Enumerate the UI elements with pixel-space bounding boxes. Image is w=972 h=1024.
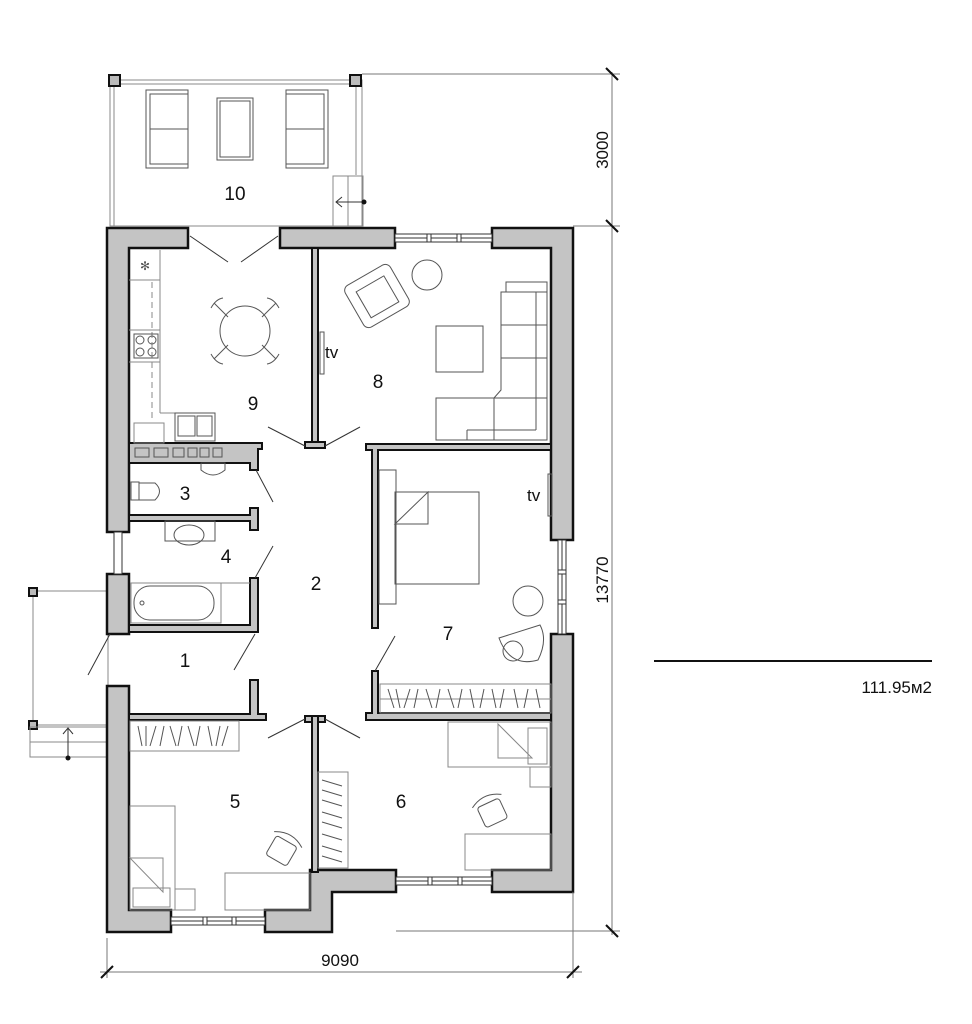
side-porch xyxy=(28,587,109,761)
toilet-icon xyxy=(130,481,160,501)
door-entrance[interactable] xyxy=(87,633,111,676)
office-chair-room6-icon xyxy=(472,793,508,828)
window-room5-bottom[interactable] xyxy=(170,916,266,926)
tv-bedroom xyxy=(547,473,553,517)
room-label-10: 10 xyxy=(224,184,245,205)
room-label-3: 3 xyxy=(180,484,191,505)
window-room6-bottom[interactable] xyxy=(395,876,493,886)
window-bedroom-right[interactable] xyxy=(557,539,567,635)
room-label-5: 5 xyxy=(230,792,241,813)
door-wc[interactable] xyxy=(255,469,274,503)
room5-furniture xyxy=(128,720,311,911)
bed-room6-icon xyxy=(447,721,552,788)
tv-label-living: tv xyxy=(325,343,339,362)
terrace-post-right xyxy=(349,74,362,87)
door-hall-inner[interactable] xyxy=(233,633,256,671)
door-terrace-right[interactable] xyxy=(240,235,279,263)
desk-room5 xyxy=(224,872,311,911)
bed-icon xyxy=(378,469,480,605)
window-living-top[interactable] xyxy=(394,233,493,243)
room-label-8: 8 xyxy=(373,372,384,393)
wardrobe-bedroom xyxy=(379,683,552,714)
bathtub-icon xyxy=(130,582,250,624)
door-bedroom-7[interactable] xyxy=(374,635,396,672)
interior-walls xyxy=(128,247,552,873)
fridge-icon: ✻ xyxy=(140,259,150,273)
area-divider xyxy=(654,660,932,662)
bathroom-fixtures xyxy=(130,462,250,624)
door-terrace-left[interactable] xyxy=(189,235,229,263)
side-table-icon xyxy=(411,259,443,291)
doors[interactable] xyxy=(87,235,396,739)
stove-icon xyxy=(133,333,159,359)
dining-table-icon xyxy=(210,297,280,365)
bedroom-furniture xyxy=(378,469,553,714)
terrace-sofa-left-icon xyxy=(145,89,189,169)
room-label-2: 2 xyxy=(311,574,322,595)
tv-living xyxy=(319,331,325,375)
door-kitchen[interactable] xyxy=(267,426,306,447)
coffee-table-icon xyxy=(435,325,484,373)
door-room-6[interactable] xyxy=(324,718,361,739)
living-room-furniture xyxy=(319,259,548,441)
room-label-9: 9 xyxy=(248,394,259,415)
terrace-steps-icon xyxy=(332,175,367,227)
room-label-1: 1 xyxy=(180,651,191,672)
room-labels: 1 2 3 4 5 6 7 8 9 10 tv tv xyxy=(180,184,541,813)
door-living[interactable] xyxy=(324,426,361,447)
wc-sink-icon xyxy=(200,462,226,476)
corner-sofa-icon xyxy=(435,281,548,441)
office-chair-room5-icon xyxy=(266,831,303,866)
bedroom-side-table-icon xyxy=(512,585,544,617)
window-bath-left[interactable] xyxy=(113,531,123,575)
pantry-shelves xyxy=(134,447,223,458)
dim-total-length: 13770 xyxy=(593,556,612,603)
armchair-icon xyxy=(344,263,410,329)
terrace xyxy=(108,74,367,227)
dimension-lines: 3000 13770 9090 xyxy=(100,67,620,979)
kitchen-furniture: ✻ xyxy=(129,250,280,458)
terrace-sofa-right-icon xyxy=(285,89,329,169)
total-area-label: 111.95м2 xyxy=(861,678,932,697)
terrace-table-icon xyxy=(216,97,254,161)
bed-room5-icon xyxy=(128,805,196,911)
room-label-6: 6 xyxy=(396,792,407,813)
wardrobe-room5 xyxy=(129,720,240,752)
wardrobe-room6 xyxy=(317,771,349,869)
dim-total-width: 9090 xyxy=(321,951,359,970)
desk-room6 xyxy=(464,833,552,871)
bath-sink-icon xyxy=(164,520,216,546)
room-label-4: 4 xyxy=(221,547,232,568)
windows[interactable] xyxy=(113,233,567,926)
room-label-7: 7 xyxy=(443,624,454,645)
tv-label-bedroom: tv xyxy=(527,486,541,505)
bedroom-armchair-icon xyxy=(498,624,544,663)
terrace-post-left xyxy=(108,74,121,87)
door-room-5[interactable] xyxy=(267,718,306,739)
exterior-walls xyxy=(105,226,575,934)
sink-icon xyxy=(174,412,216,442)
room6-furniture xyxy=(317,721,552,871)
door-bath[interactable] xyxy=(254,545,274,579)
dim-terrace-depth: 3000 xyxy=(593,131,612,169)
